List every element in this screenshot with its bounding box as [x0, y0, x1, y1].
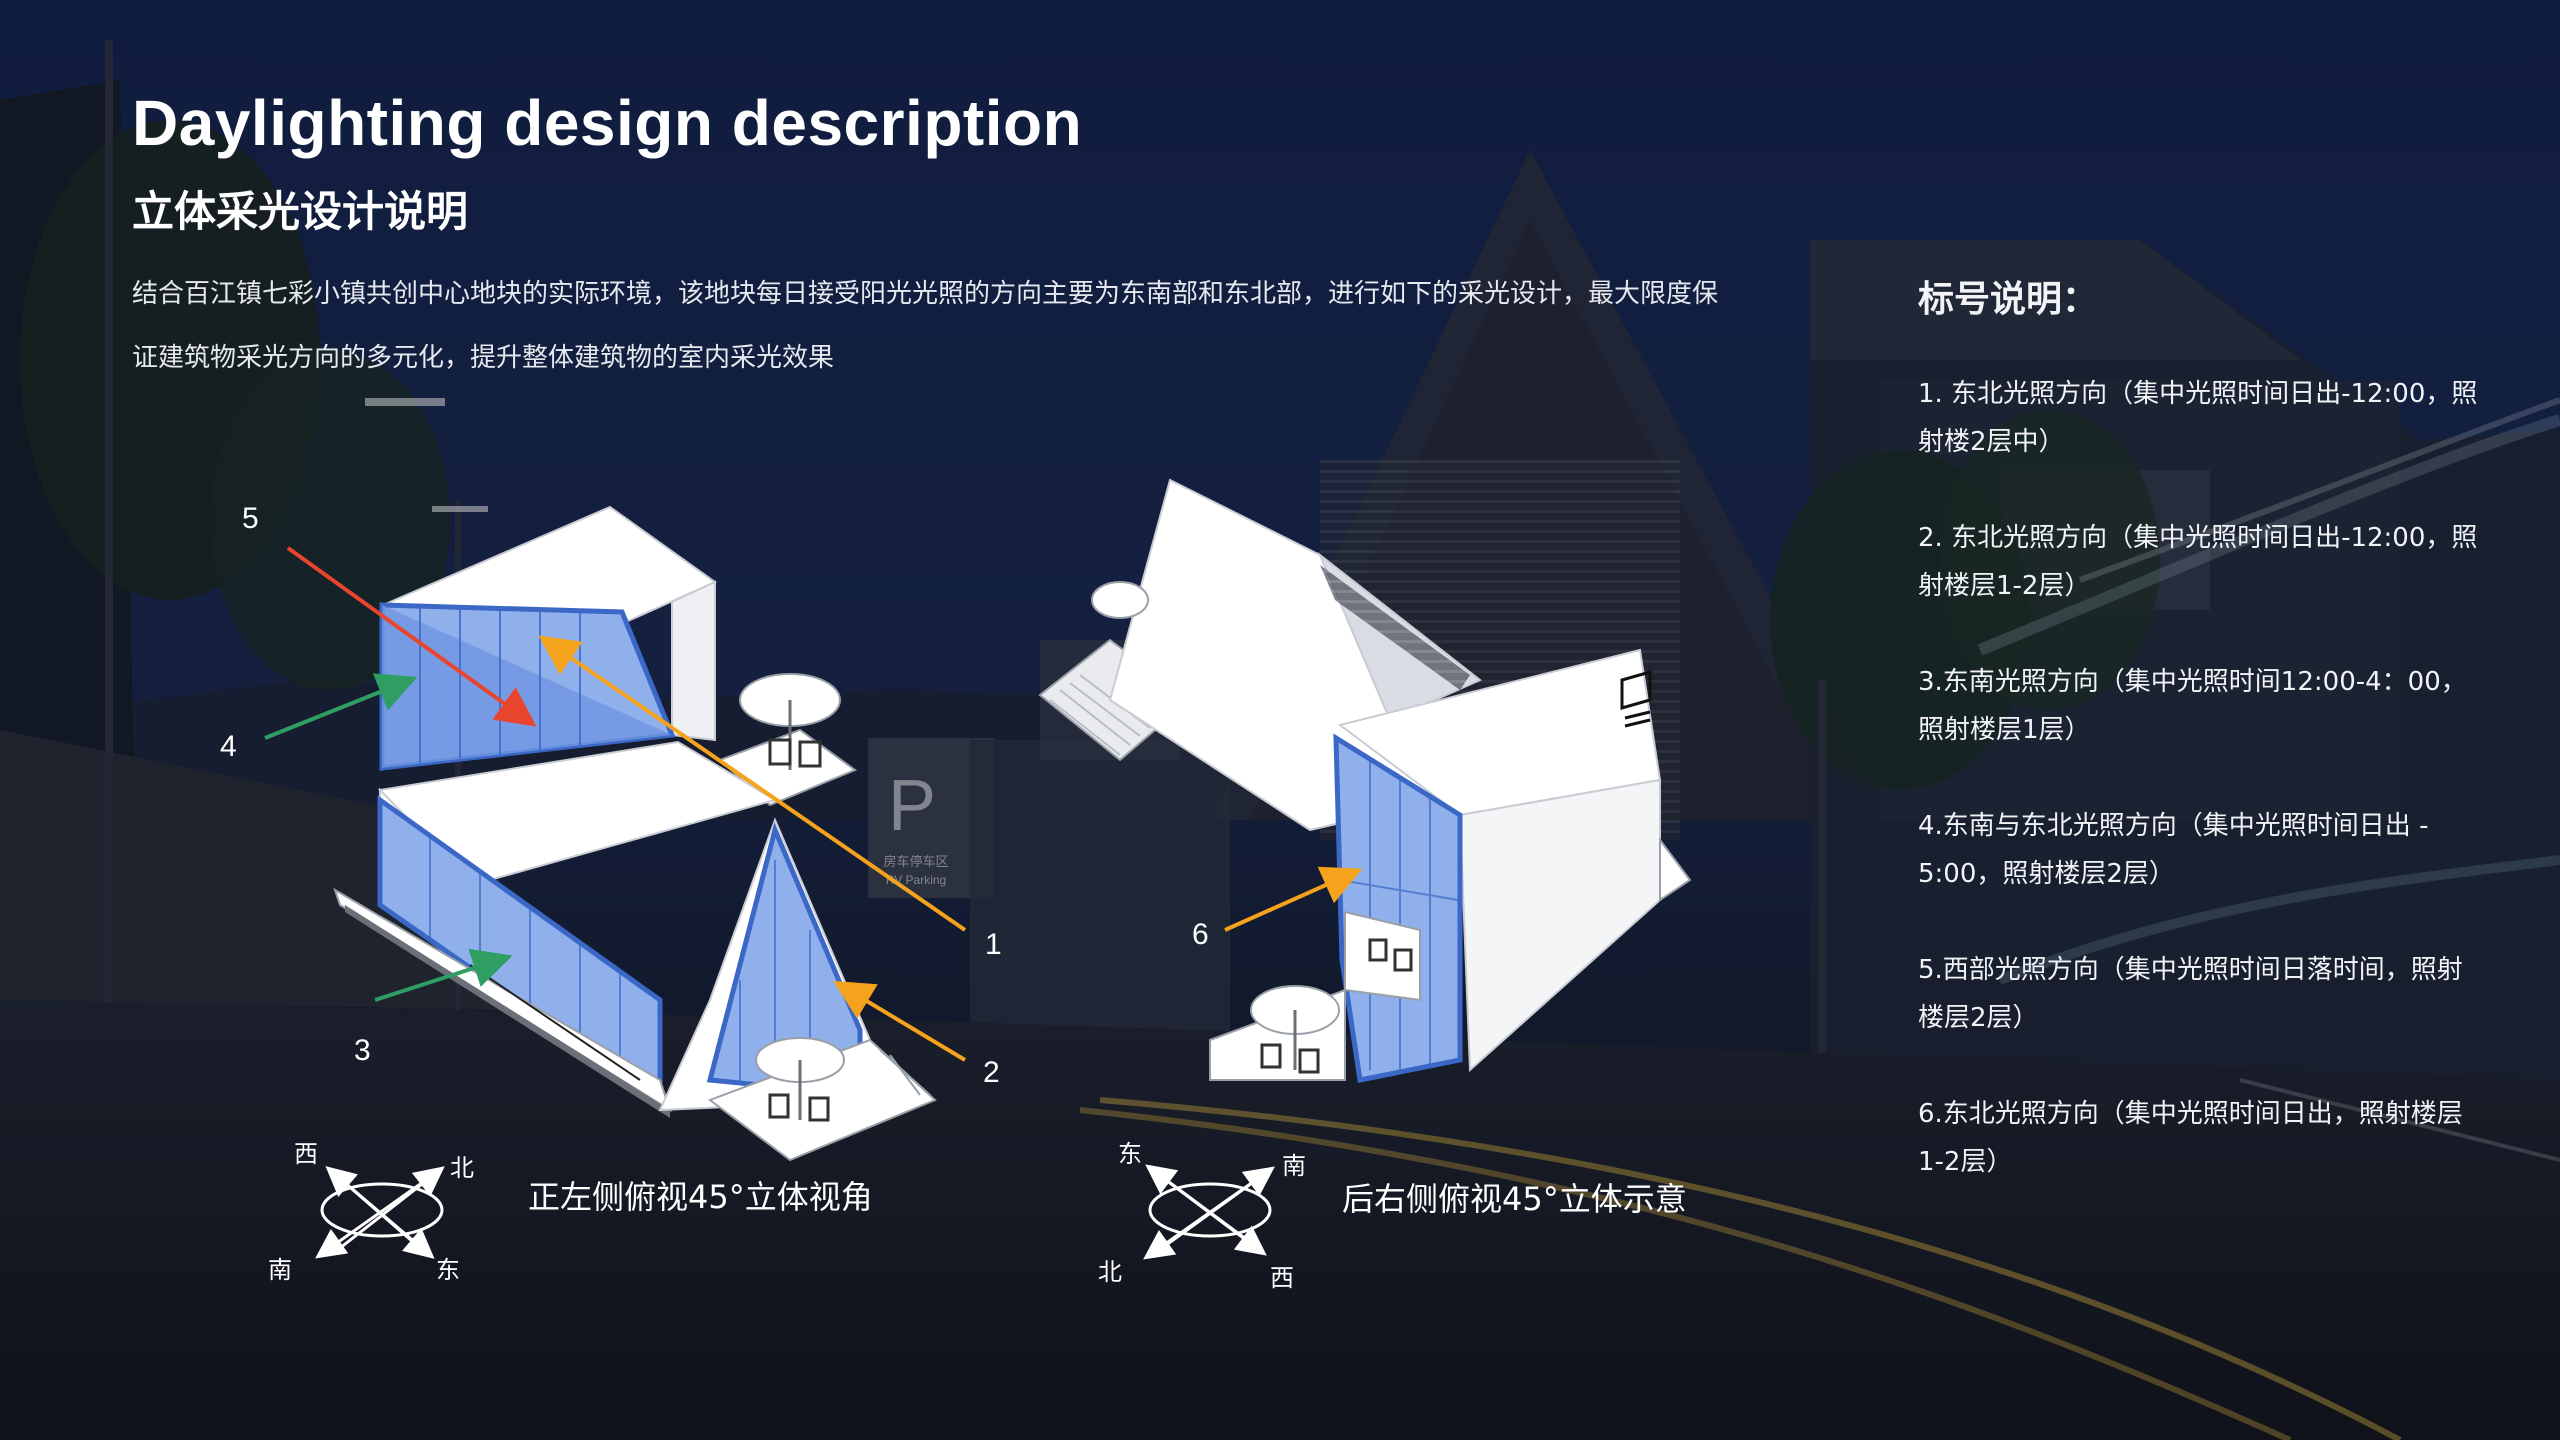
legend-title: 标号说明： [1918, 279, 2099, 320]
arrow-6 [1224, 866, 1363, 932]
compass-right-se: 西 [1270, 1264, 1294, 1292]
arrow-5 [286, 546, 537, 727]
marker-4: 4 [220, 730, 237, 763]
intro-paragraph: 结合百江镇七彩小镇共创中心地块的实际环境，该地块每日接受阳光光照的方向主要为东南… [132, 279, 1719, 373]
arrow-1 [538, 635, 967, 932]
legend-item-4: 4.东南与东北光照方向（集中光照时间日出 - 5:00，照射楼层2层） [1918, 811, 2429, 889]
legend-panel: 标号说明： 1. 东北光照方向（集中光照时间日出-12:00，照射楼2层中） 2… [1918, 270, 2478, 1234]
compass-left-nw: 西 [294, 1140, 318, 1168]
compass-left-ne: 北 [450, 1154, 474, 1182]
marker-2: 2 [983, 1056, 1000, 1089]
building-logo [1620, 670, 1652, 728]
legend-item-2: 2. 东北光照方向（集中光照时间日出-12:00，照射楼层1-2层） [1918, 523, 2478, 601]
arrow-3 [374, 948, 513, 1002]
caption-right-view: 后右侧俯视45°立体示意 [1342, 1180, 1687, 1218]
compass-right-nw: 东 [1118, 1140, 1142, 1168]
building-right-isometric [1038, 478, 1692, 1083]
legend-item-1: 1. 东北光照方向（集中光照时间日出-12:00，照射楼2层中） [1918, 379, 2478, 457]
svg-text:房车停车区: 房车停车区 [883, 854, 948, 870]
compass-left [315, 1166, 445, 1259]
page-title-en: Daylighting design description [132, 87, 1083, 159]
compass-left-sw: 南 [268, 1256, 292, 1284]
caption-left-view: 正左侧俯视45°立体视角 [528, 1178, 873, 1216]
legend-item-6: 6.东北光照方向（集中光照时间日出，照射楼层1-2层） [1918, 1099, 2463, 1177]
arrow-2 [833, 980, 967, 1062]
light-direction-arrows [264, 546, 1363, 1062]
marker-5: 5 [242, 502, 259, 535]
compass-right [1143, 1164, 1275, 1260]
compass-left-se: 东 [436, 1256, 460, 1284]
marker-3: 3 [354, 1034, 371, 1067]
marker-1: 1 [985, 928, 1002, 961]
marker-6: 6 [1192, 918, 1209, 951]
legend-list: 1. 东北光照方向（集中光照时间日出-12:00，照射楼2层中） 2. 东北光照… [1918, 370, 2478, 1186]
arrow-4 [264, 673, 418, 740]
compass-right-ne: 南 [1282, 1152, 1306, 1180]
svg-text:P: P [888, 766, 936, 846]
legend-item-5: 5.西部光照方向（集中光照时间日落时间，照射楼层2层） [1918, 955, 2463, 1033]
building-left-isometric [333, 505, 937, 1162]
legend-item-3: 3.东南光照方向（集中光照时间12:00-4：00，照射楼层1层） [1918, 667, 2467, 745]
page-title-cn: 立体采光设计说明 [132, 187, 469, 236]
compass-right-sw: 北 [1098, 1258, 1122, 1286]
